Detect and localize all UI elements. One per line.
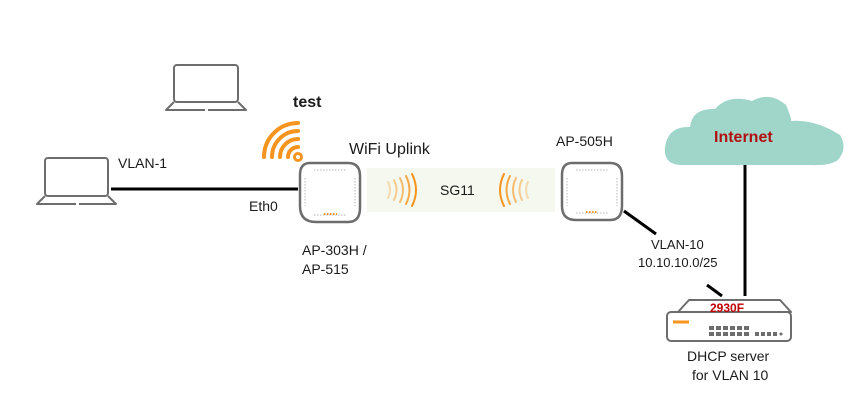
vlan1-label: VLAN-1 (118, 155, 167, 171)
switch-icon (666, 299, 792, 342)
wifi-uplink-label: WiFi Uplink (349, 141, 431, 158)
ssid-label: test (293, 94, 322, 111)
link-ap505h-to-switch-upper (623, 209, 657, 236)
ap-right-model-label: AP-505H (556, 133, 613, 149)
radio-waves-outgoing-icon (387, 173, 417, 207)
wifi-uplink-band (367, 168, 555, 212)
dhcp-server-label: DHCP server (687, 348, 770, 364)
ap-left-model-label: AP-303H / (302, 242, 367, 258)
subnet-label: 10.10.10.0/25 (638, 255, 718, 270)
internet-label: Internet (714, 129, 773, 146)
switch-model-label: 2930F (710, 301, 744, 315)
eth0-label: Eth0 (249, 198, 278, 214)
laptop-icon (36, 157, 117, 205)
uplink-ssid-label: SG11 (440, 182, 475, 198)
access-point-icon (298, 161, 362, 224)
internet-cloud-icon (664, 96, 844, 166)
radio-waves-incoming-icon (499, 173, 529, 207)
link-ap505h-to-switch-lower (706, 283, 723, 298)
wifi-signal-icon (262, 121, 303, 162)
vlan10-label: VLAN-10 (651, 237, 704, 252)
dhcp-server-label-2: for VLAN 10 (692, 367, 768, 383)
laptop-icon (165, 64, 247, 111)
access-point-icon (560, 161, 624, 222)
ap-left-model-label-2: AP-515 (302, 261, 349, 277)
